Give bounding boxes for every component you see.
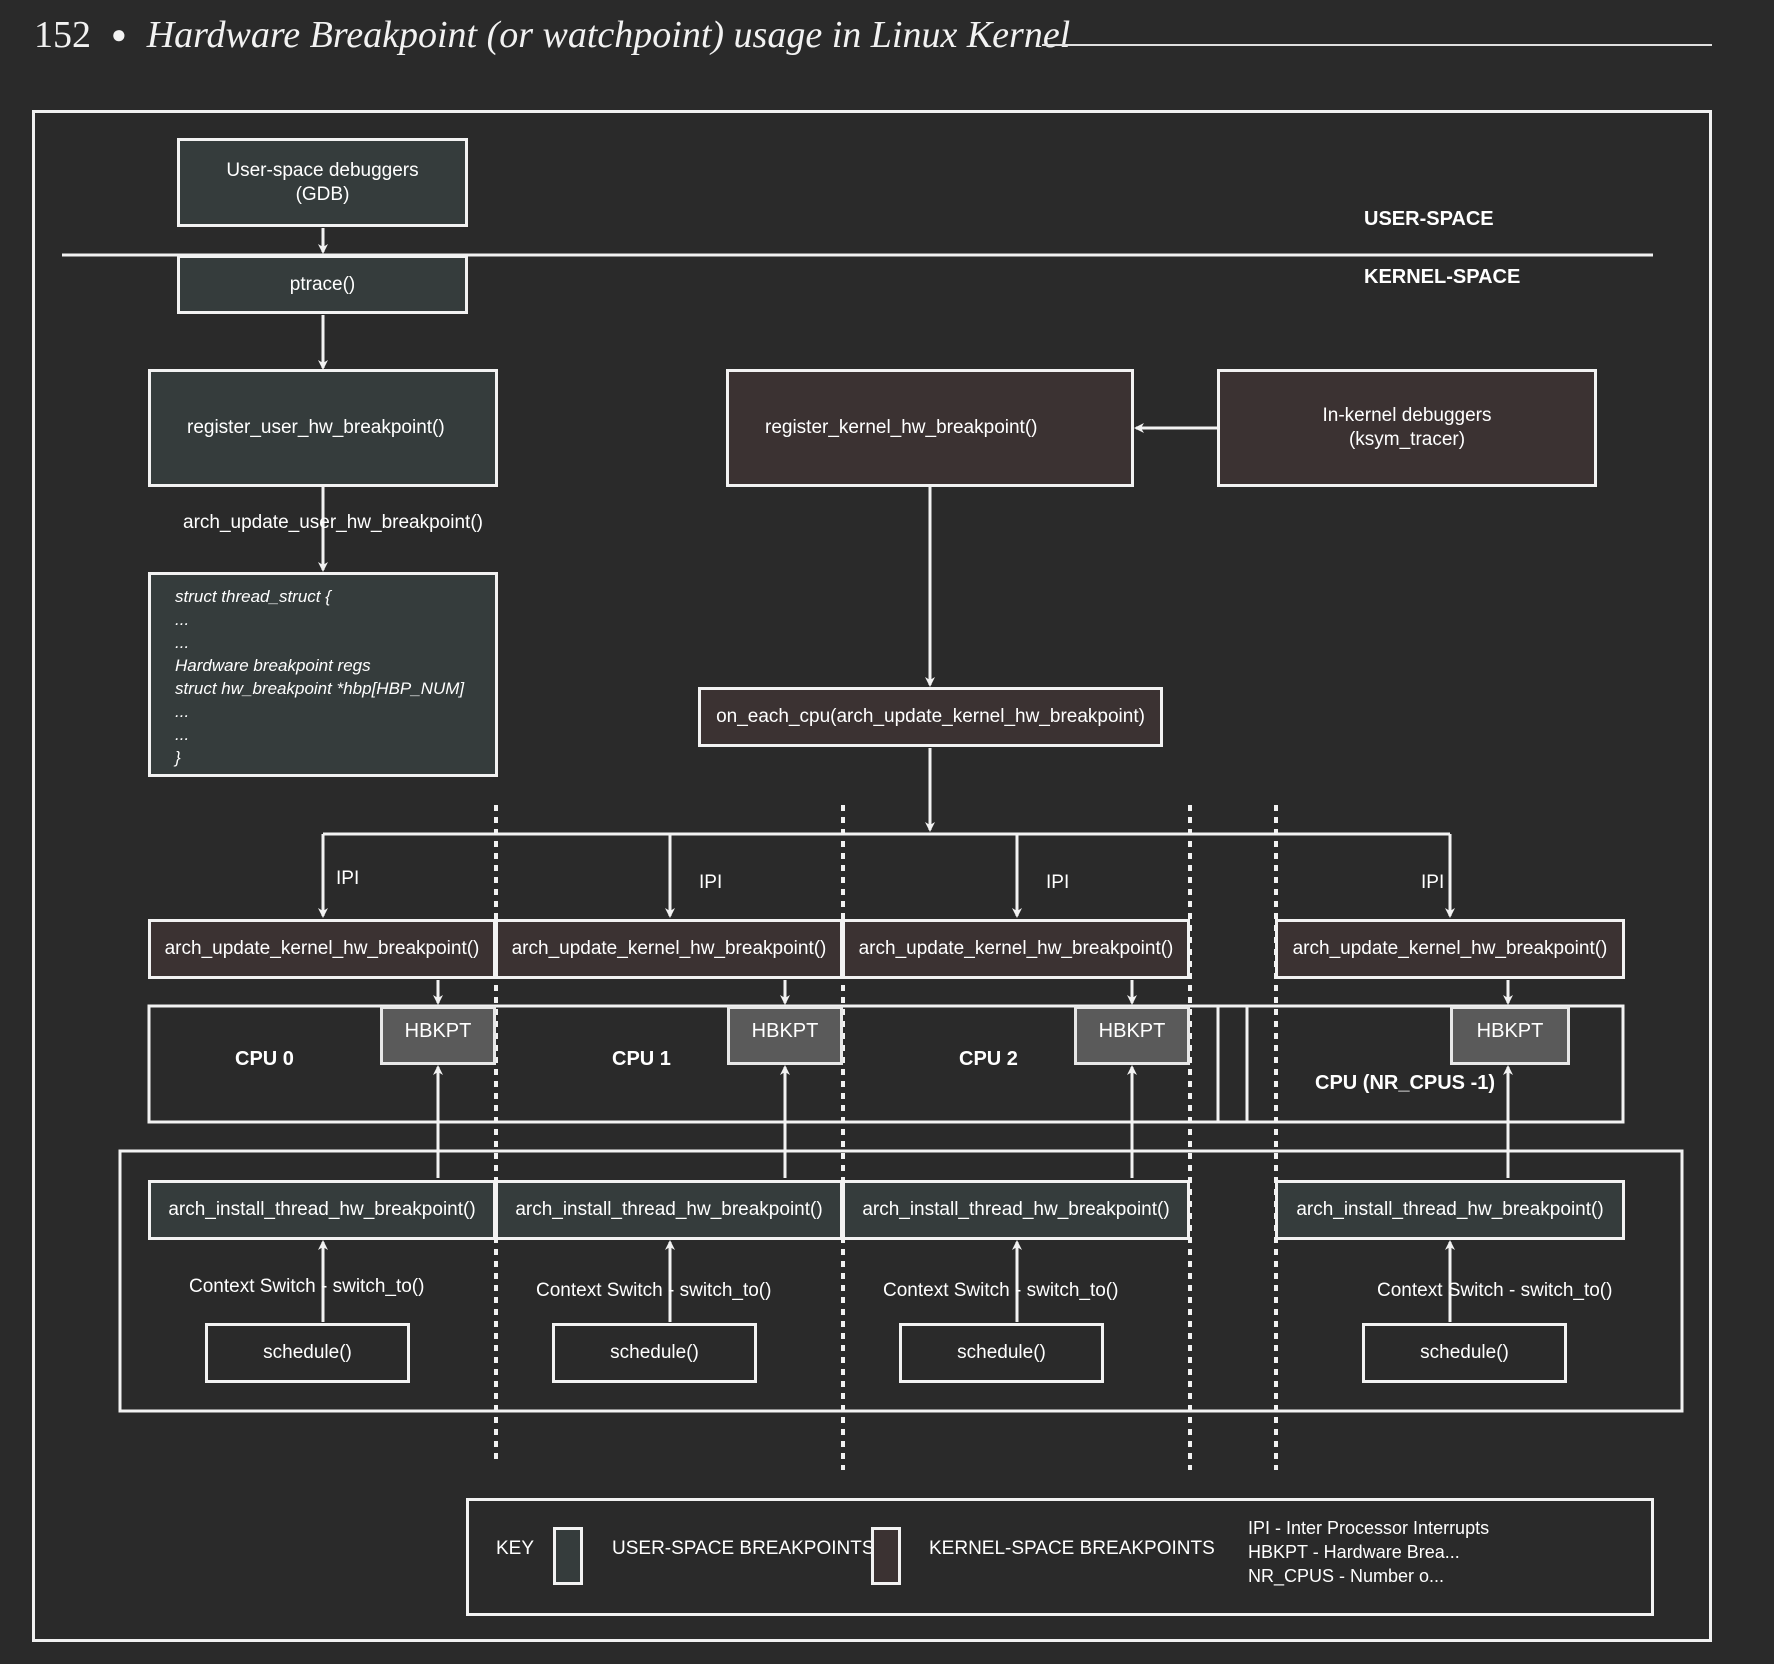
schedule-cpun: schedule(): [1362, 1323, 1567, 1383]
context-switch-group: [118, 1149, 1684, 1413]
ipi-label-cpu0: IPI: [336, 868, 360, 889]
schedule-cpu2: schedule(): [899, 1323, 1104, 1383]
header-rule: [1042, 44, 1712, 46]
arch-install-cpun: arch_install_thread_hw_breakpoint(): [1275, 1180, 1625, 1240]
page-title: Hardware Breakpoint (or watchpoint) usag…: [146, 14, 1071, 56]
context-switch-label-cpu2: Context Switch - switch_to(): [883, 1280, 1119, 1301]
cpu-label-2: CPU 2: [959, 1048, 1018, 1070]
abbrev-hbkpt: HBKPT - Hardware Brea...: [1248, 1542, 1460, 1562]
diagram-frame: [32, 110, 1712, 1642]
key-legend: [466, 1498, 1654, 1616]
ipi-label-cpu1: IPI: [699, 872, 723, 893]
on-each-cpu-box: on_each_cpu(arch_update_kernel_hw_breakp…: [698, 687, 1163, 747]
kernel-space-breakpoints-label: KERNEL-SPACE BREAKPOINTS: [929, 1538, 1215, 1559]
cpu-label-0: CPU 0: [235, 1048, 294, 1070]
schedule-cpu1: schedule(): [552, 1323, 757, 1383]
thread-struct-box: struct thread_struct { ... ... Hardware …: [148, 572, 498, 777]
ptrace-box: ptrace(): [177, 255, 468, 314]
page-header: 152 ● Hardware Breakpoint (or watchpoint…: [34, 10, 1070, 60]
cpu-row-outline: [147, 1004, 1625, 1124]
abbrev-ipi: IPI - Inter Processor Interrupts: [1248, 1518, 1490, 1538]
hbkpt-cpun: HBKPT: [1450, 1006, 1570, 1065]
kernel-space-label: KERNEL-SPACE: [1364, 266, 1521, 288]
header-bullet: ●: [111, 20, 127, 49]
arch-install-cpu0: arch_install_thread_hw_breakpoint(): [148, 1180, 496, 1240]
arch-update-kernel-cpu2: arch_update_kernel_hw_breakpoint(): [842, 919, 1190, 979]
schedule-cpu0: schedule(): [205, 1323, 410, 1383]
hbkpt-cpu2: HBKPT: [1074, 1006, 1190, 1065]
register-kernel-hw-breakpoint-box: register_kernel_hw_breakpoint(): [726, 369, 1134, 487]
arch-install-cpu2: arch_install_thread_hw_breakpoint(): [842, 1180, 1190, 1240]
ipi-label-cpun: IPI: [1421, 872, 1445, 893]
hbkpt-cpu0: HBKPT: [380, 1006, 496, 1065]
in-kernel-debuggers-box: In-kernel debuggers (ksym_tracer): [1217, 369, 1597, 487]
kernel-space-swatch: [871, 1527, 901, 1585]
user-space-swatch: [553, 1527, 583, 1585]
context-switch-label-cpu0: Context Switch - switch_to(): [189, 1276, 425, 1297]
key-label: KEY: [496, 1538, 535, 1559]
hbkpt-cpu1: HBKPT: [727, 1006, 843, 1065]
user-space-breakpoints-label: USER-SPACE BREAKPOINTS: [612, 1538, 875, 1559]
context-switch-label-cpun: Context Switch - switch_to(): [1377, 1280, 1613, 1301]
ipi-label-cpu2: IPI: [1046, 872, 1070, 893]
arch-install-cpu1: arch_install_thread_hw_breakpoint(): [495, 1180, 843, 1240]
abbrev-nr-cpus: NR_CPUS - Number o...: [1248, 1566, 1445, 1586]
user-space-label: USER-SPACE: [1364, 208, 1494, 230]
arch-update-user-label: arch_update_user_hw_breakpoint(): [183, 512, 483, 533]
arch-update-kernel-cpun: arch_update_kernel_hw_breakpoint(): [1275, 919, 1625, 979]
arch-update-kernel-cpu0: arch_update_kernel_hw_breakpoint(): [148, 919, 496, 979]
context-switch-label-cpu1: Context Switch - switch_to(): [536, 1280, 772, 1301]
cpu-label-n: CPU (NR_CPUS -1): [1315, 1072, 1496, 1094]
arch-update-kernel-cpu1: arch_update_kernel_hw_breakpoint(): [495, 919, 843, 979]
cpu-label-1: CPU 1: [612, 1048, 671, 1070]
register-user-hw-breakpoint-box: register_user_hw_breakpoint(): [148, 369, 498, 487]
page-number: 152: [34, 14, 91, 56]
user-space-debuggers-box: User-space debuggers (GDB): [177, 138, 468, 227]
